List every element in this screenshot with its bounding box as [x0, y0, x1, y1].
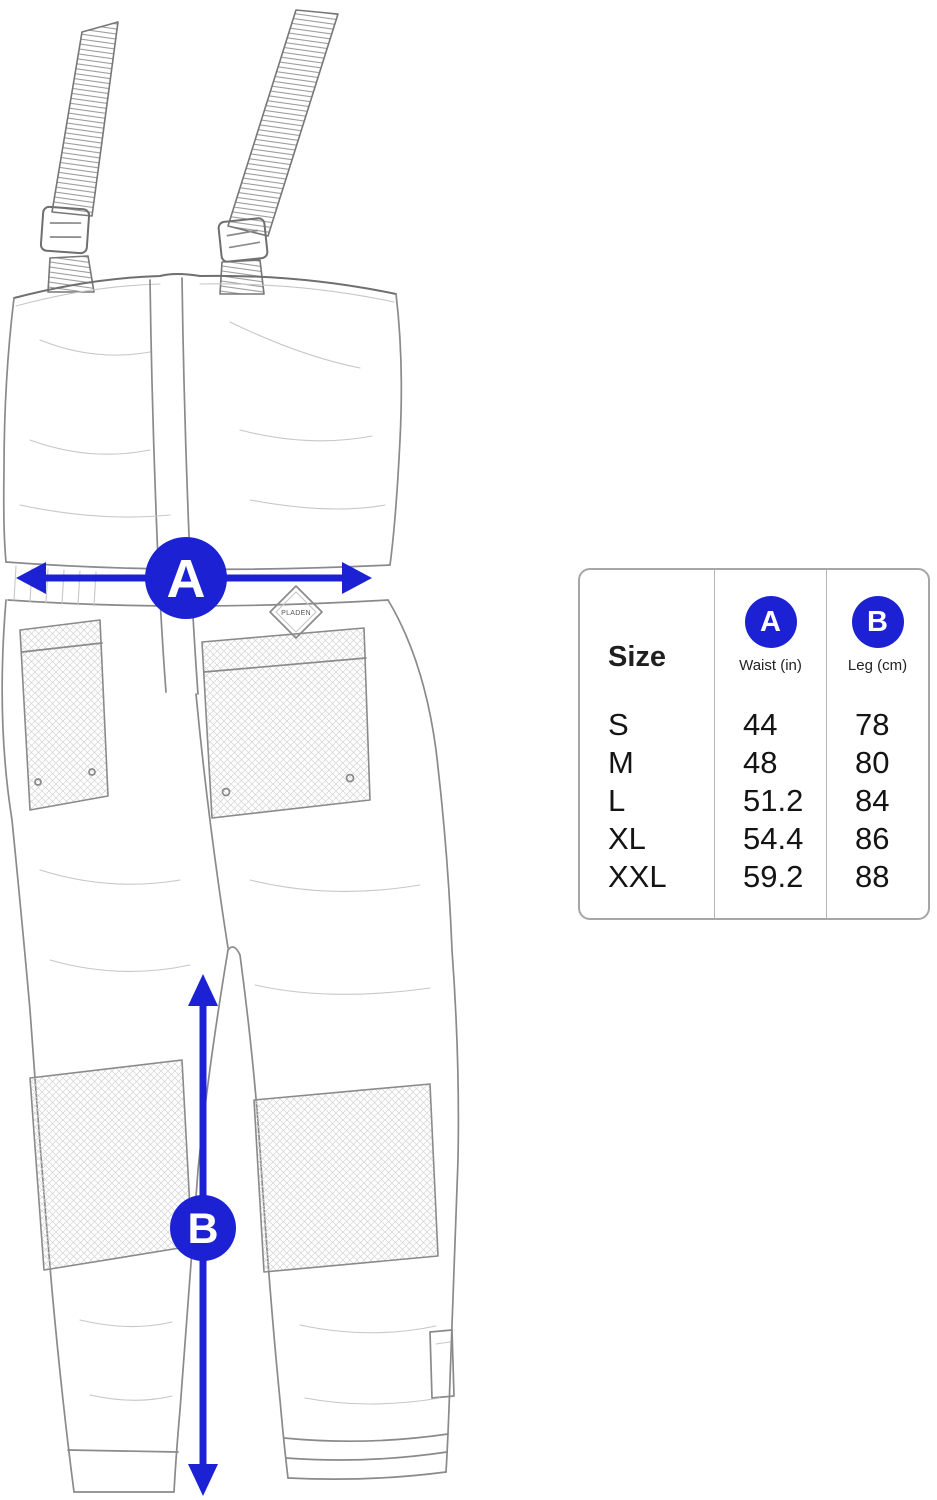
- leg-column-header: B Leg (cm): [827, 570, 928, 688]
- waist-column-header: A Waist (in): [715, 570, 826, 688]
- waist-cell: 59.2: [743, 859, 804, 894]
- measure-b-badge: B: [170, 1195, 236, 1261]
- leg-cell: 88: [855, 859, 890, 894]
- size-chart-table: Size S M L XL XXL A Waist (in) 44 48 51.…: [578, 568, 930, 920]
- right-knee-pad: [253, 1083, 439, 1273]
- left-buckle-icon: [39, 205, 91, 255]
- measure-a-badge: A: [145, 537, 227, 619]
- waist-unit-label: Waist (in): [739, 657, 802, 674]
- waist-cell: 44: [743, 707, 778, 742]
- fabric-wrinkles: [19, 321, 441, 1405]
- size-cell: M: [608, 745, 634, 780]
- size-column-header: Size: [580, 570, 714, 688]
- waist-cell: 48: [743, 745, 778, 780]
- size-header-label: Size: [608, 641, 667, 673]
- waist-elastic-hatch: [13, 565, 97, 607]
- svg-text:A: A: [167, 549, 206, 609]
- leg-cell: 86: [855, 821, 890, 856]
- leg-column: B Leg (cm) 78 80 84 86 88: [826, 570, 928, 918]
- waist-column: A Waist (in) 44 48 51.2 54.4 59.2: [714, 570, 826, 918]
- size-cell: XL: [608, 821, 646, 856]
- size-cell: S: [608, 707, 629, 742]
- svg-text:PLADEN: PLADEN: [281, 610, 311, 617]
- leg-cell: 80: [855, 745, 890, 780]
- waist-cell: 54.4: [743, 821, 804, 856]
- leg-cell: 84: [855, 783, 890, 818]
- right-suspender-strap: [227, 9, 339, 237]
- leg-unit-label: Leg (cm): [847, 657, 908, 674]
- waist-badge: A: [744, 596, 797, 648]
- svg-text:B: B: [187, 1205, 218, 1253]
- leg-cell: 78: [855, 707, 890, 742]
- left-knee-pad: [29, 1059, 193, 1271]
- size-column: Size S M L XL XXL: [580, 570, 714, 918]
- brand-patch: PLADEN: [269, 585, 323, 639]
- size-cell: L: [608, 783, 626, 818]
- bib-overalls-sketch: PLADEN: [1, 9, 460, 1493]
- bib-overalls-diagram: PLADEN A B: [1, 9, 460, 1496]
- right-cuff-tab: [429, 1329, 455, 1399]
- right-buckle-icon: [217, 217, 269, 263]
- size-cell: XXL: [608, 859, 667, 894]
- left-hip-pocket: [19, 619, 109, 811]
- leg-badge: B: [851, 596, 904, 648]
- right-hip-pocket: [201, 627, 371, 819]
- waist-cell: 51.2: [743, 783, 804, 818]
- left-suspender-strap: [51, 21, 119, 217]
